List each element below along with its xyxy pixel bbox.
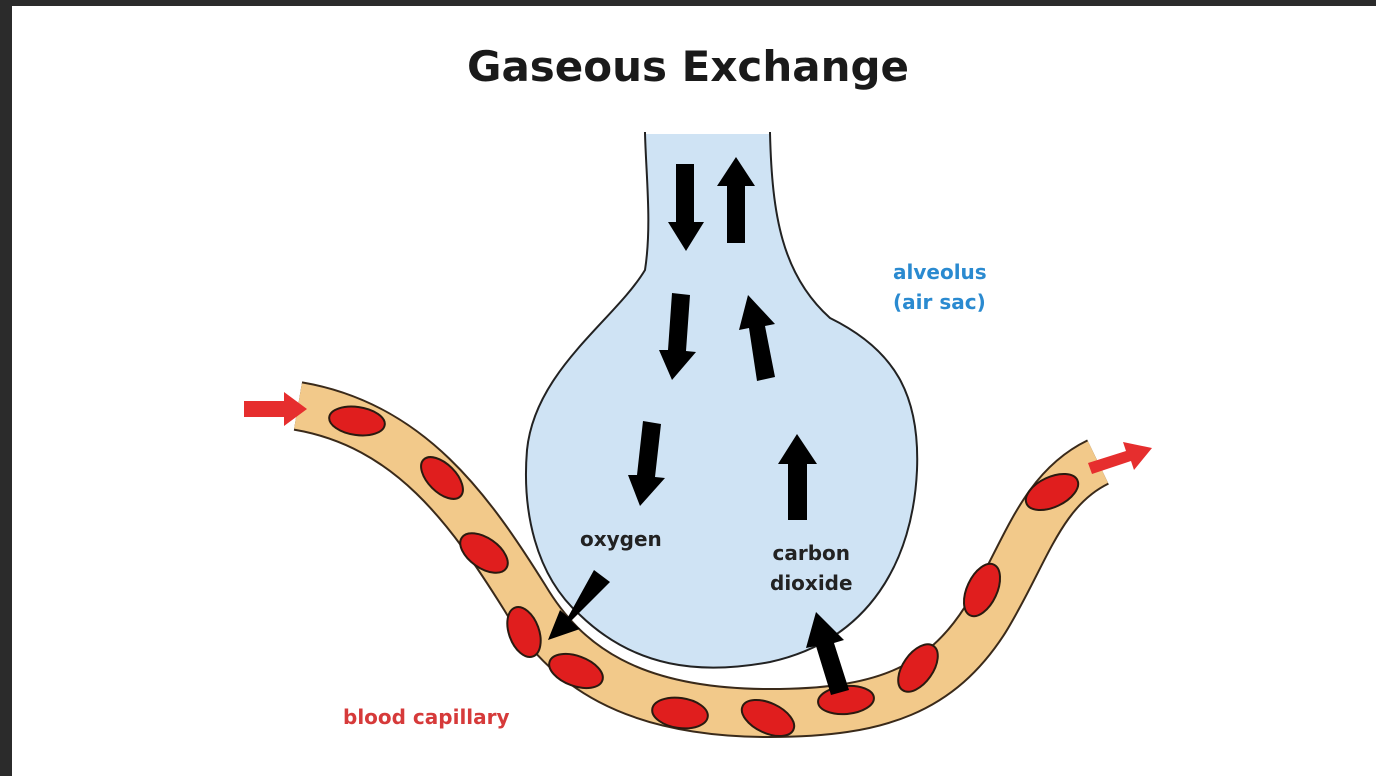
alveolus-label-line2: (air sac)	[893, 287, 987, 317]
blood-capillary-label: blood capillary	[343, 702, 510, 732]
alveolus-label-line1: alveolus	[893, 257, 987, 287]
carbon-dioxide-label-line1: carbon	[770, 538, 853, 568]
oxygen-label: oxygen	[580, 524, 662, 554]
airway-opening	[646, 126, 769, 134]
carbon-dioxide-label-line2: dioxide	[770, 568, 853, 598]
carbon-dioxide-label: carbon dioxide	[770, 538, 853, 598]
diagram-title: Gaseous Exchange	[0, 42, 1376, 91]
blood-flow-out-arrow	[1088, 442, 1152, 474]
alveolus-label: alveolus (air sac)	[893, 257, 987, 317]
